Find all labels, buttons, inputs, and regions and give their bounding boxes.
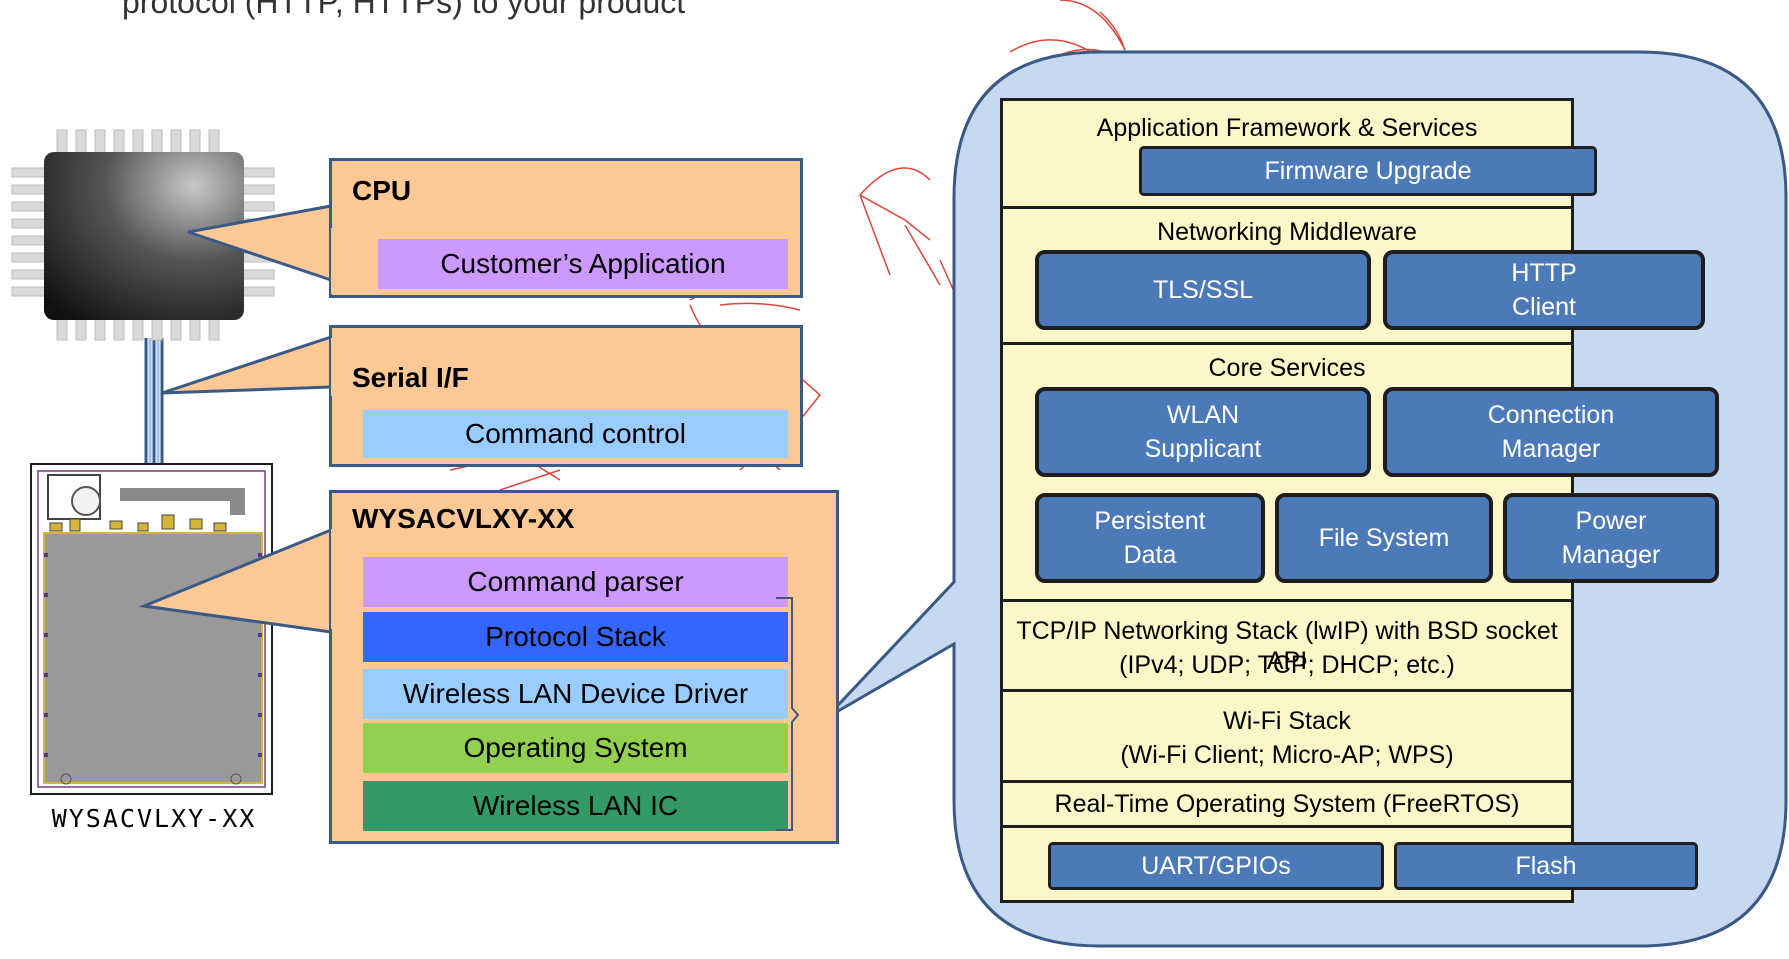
app-framework-title: Application Framework & Services — [1096, 114, 1478, 142]
firmware-upgrade-block: Firmware Upgrade — [1139, 146, 1597, 196]
layer-bracket — [776, 597, 800, 831]
rtos-title: Real-Time Operating System (FreeRTOS) — [1054, 790, 1520, 818]
tcpip-line2: (IPv4; UDP; TCP; DHCP; etc.) — [1119, 651, 1455, 679]
wifi-line2: (Wi-Fi Client; Micro-AP; WPS) — [1120, 741, 1454, 769]
callout-joint — [331, 338, 348, 396]
callout-joint — [331, 228, 348, 294]
software-stack-panel: Application Framework & Services Firmwar… — [1000, 98, 1719, 903]
drivers-section: UART/GPIOs Flash — [1003, 828, 1698, 903]
wifi-line1: Wi-Fi Stack — [1223, 707, 1351, 735]
module-callout: WYSACVLXY-XX Command parser Protocol Sta… — [329, 490, 839, 844]
module-callout-tail — [138, 528, 332, 634]
heading-text: protocol (HTTP, HTTPs) to your product — [122, 0, 686, 20]
tcpip-section: TCP/IP Networking Stack (lwIP) with BSD … — [1003, 602, 1571, 692]
operating-system-layer: Operating System — [363, 723, 788, 773]
http-client-block: HTTP Client — [1383, 250, 1705, 330]
app-framework-section: Application Framework & Services Firmwar… — [1003, 101, 1597, 209]
networking-middleware-title: Networking Middleware — [1157, 218, 1417, 246]
serial-callout: Serial I/F Command control — [329, 325, 803, 467]
command-parser-layer: Command parser — [363, 557, 788, 607]
wlan-driver-layer: Wireless LAN Device Driver — [363, 669, 788, 719]
command-control-layer: Command control — [363, 410, 788, 458]
cpu-chip-icon — [11, 129, 275, 341]
networking-middleware-section: Networking Middleware TLS/SSL HTTP Clien… — [1003, 209, 1705, 345]
serial-callout-tail — [161, 335, 332, 395]
callout-joint — [331, 529, 348, 629]
connection-manager-block: Connection Manager — [1383, 387, 1719, 477]
connector-lines — [144, 338, 164, 465]
module-board-icon — [30, 463, 273, 795]
cpu-callout-tail — [187, 204, 332, 282]
uart-gpios-block: UART/GPIOs — [1048, 842, 1384, 890]
module-label: WYSACVLXY-XX — [51, 804, 257, 833]
serial-title: Serial I/F — [352, 362, 469, 393]
protocol-stack-layer: Protocol Stack — [363, 612, 788, 662]
persistent-data-block: Persistent Data — [1035, 493, 1265, 583]
rtos-section: Real-Time Operating System (FreeRTOS) — [1003, 783, 1571, 828]
customer-application-layer: Customer’s Application — [378, 239, 788, 289]
file-system-block: File System — [1275, 493, 1493, 583]
core-services-title: Core Services — [1208, 354, 1366, 382]
flash-block: Flash — [1394, 842, 1698, 890]
wlan-supplicant-block: WLAN Supplicant — [1035, 387, 1371, 477]
power-manager-block: Power Manager — [1503, 493, 1719, 583]
wifi-stack-section: Wi-Fi Stack (Wi-Fi Client; Micro-AP; WPS… — [1003, 692, 1571, 783]
core-services-section: Core Services WLAN Supplicant Connection… — [1003, 345, 1719, 602]
wlan-ic-layer: Wireless LAN IC — [363, 781, 788, 831]
tcpip-line1: TCP/IP Networking Stack (lwIP) with BSD … — [1016, 617, 1558, 675]
cpu-callout: CPU Customer’s Application — [329, 158, 803, 298]
cpu-title: CPU — [352, 175, 412, 206]
tls-ssl-block: TLS/SSL — [1035, 250, 1371, 330]
module-title: WYSACVLXY-XX — [352, 503, 575, 534]
